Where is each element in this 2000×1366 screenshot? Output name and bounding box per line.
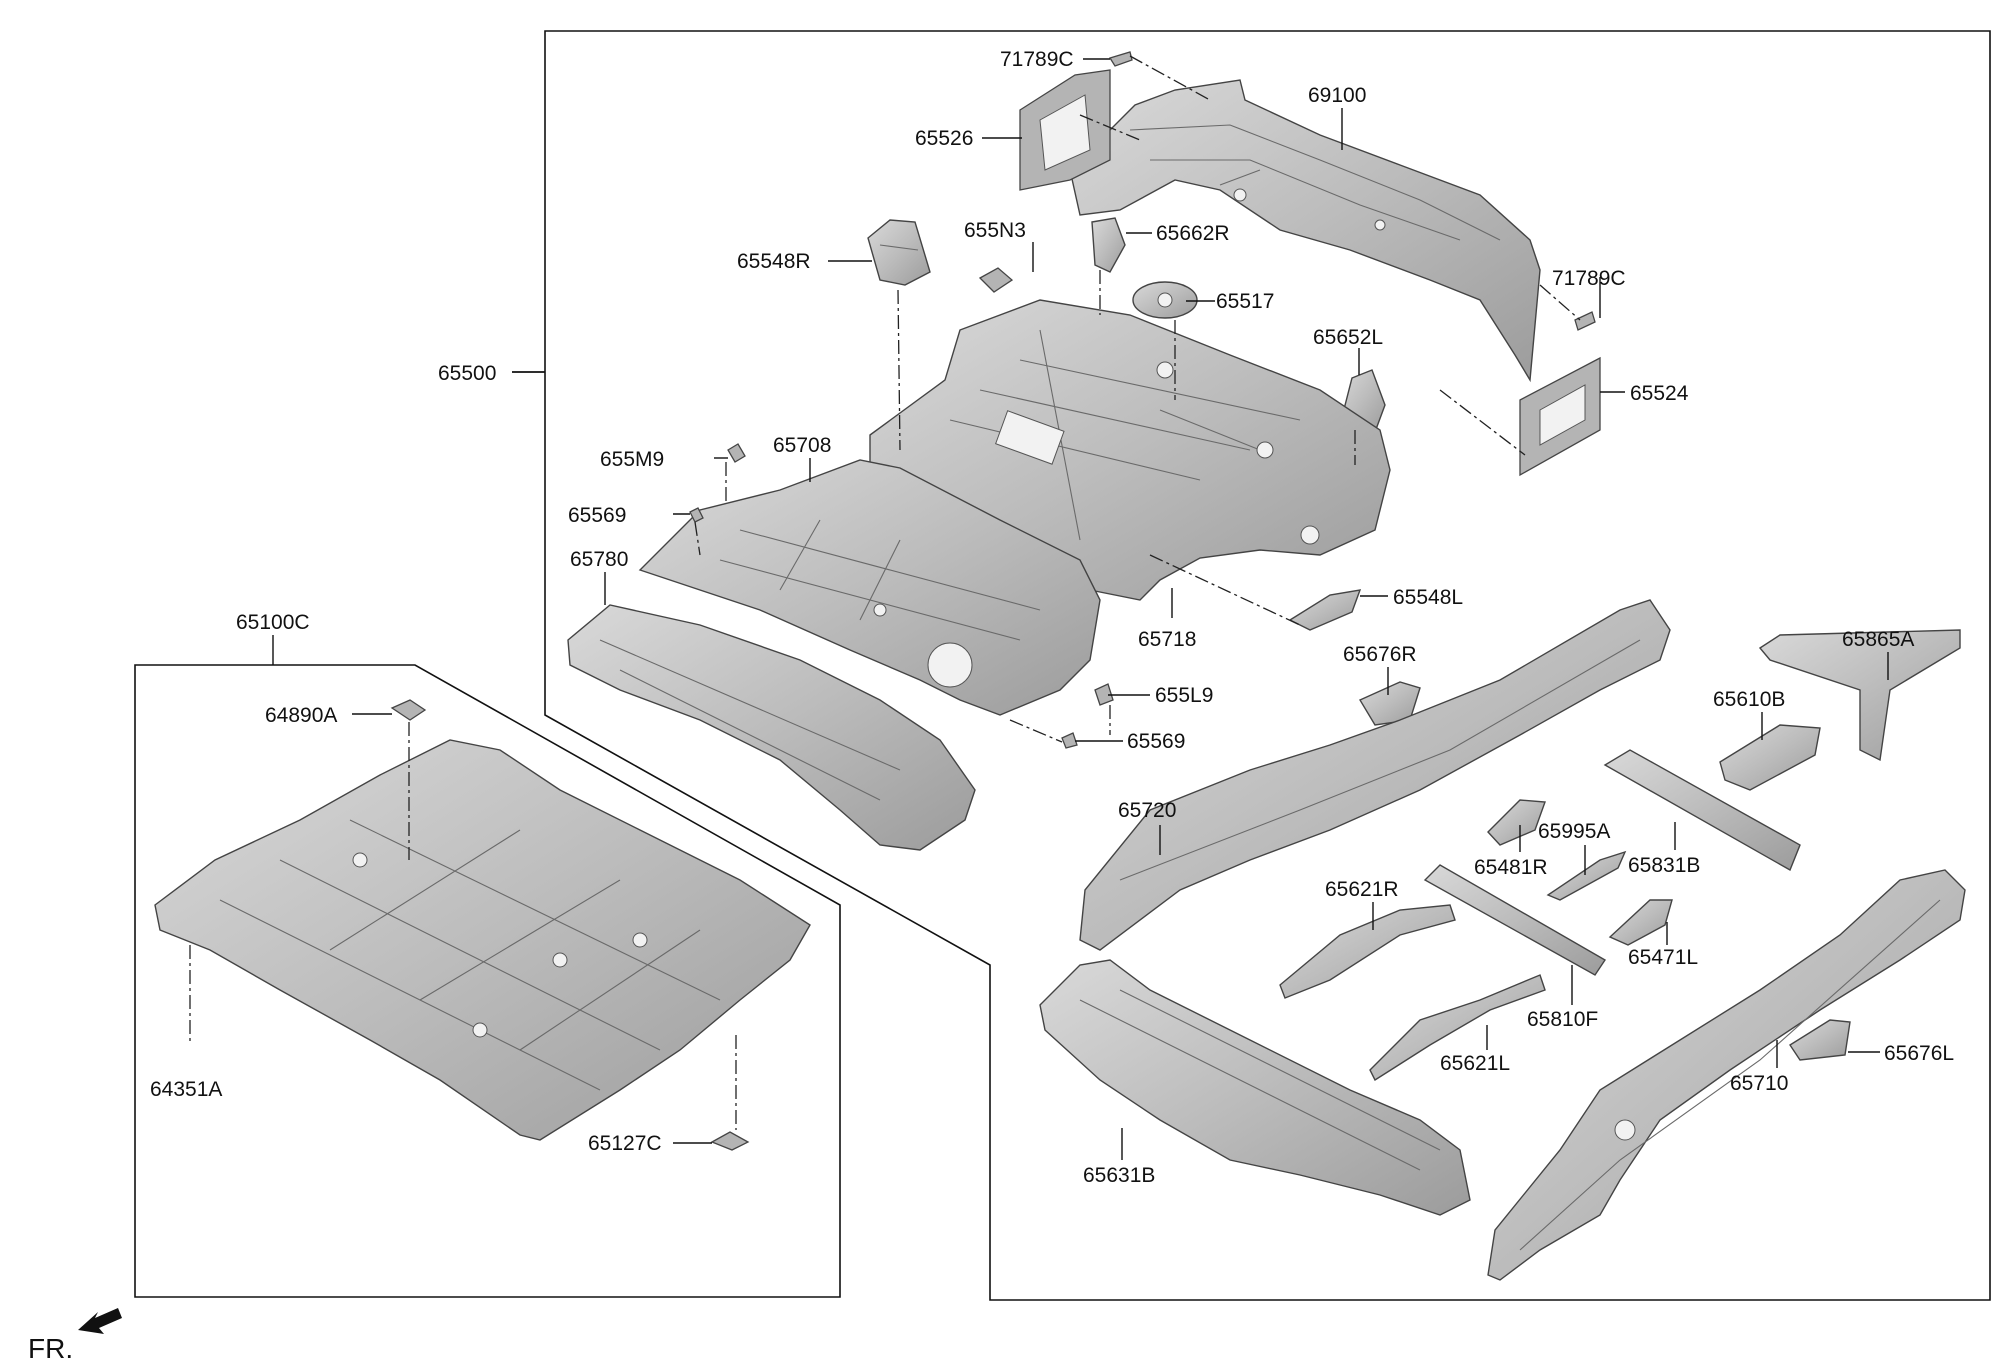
label-65621R: 65621R — [1325, 878, 1399, 901]
label-65652L: 65652L — [1313, 326, 1383, 349]
label-71789C-top: 71789C — [1000, 48, 1074, 71]
part-655L9[interactable] — [1094, 683, 1114, 706]
part-65662R[interactable] — [1091, 217, 1126, 273]
label-65676L: 65676L — [1884, 1042, 1954, 1065]
label-655L9: 655L9 — [1155, 684, 1213, 707]
label-65524: 65524 — [1630, 382, 1689, 405]
label-65569-top: 65569 — [568, 504, 626, 527]
label-65995A: 65995A — [1538, 820, 1610, 843]
label-65481R: 65481R — [1474, 856, 1548, 879]
label-65676R: 65676R — [1343, 643, 1417, 666]
label-65517: 65517 — [1216, 290, 1274, 313]
label-69100: 69100 — [1308, 84, 1366, 107]
label-65720: 65720 — [1118, 799, 1176, 822]
assembly-lines — [189, 55, 1581, 1130]
label-65471L: 65471L — [1628, 946, 1698, 969]
group-box-65500 — [544, 30, 1991, 1301]
part-655M9[interactable] — [727, 443, 746, 463]
part-65517[interactable] — [1132, 281, 1198, 319]
label-65780: 65780 — [570, 548, 628, 571]
callout-labels: 71789C 69100 65526 655N3 65662R 65548R 6… — [150, 48, 1954, 1187]
label-65526: 65526 — [915, 127, 973, 150]
part-65810F[interactable] — [1423, 864, 1606, 976]
front-arrow-icon — [78, 1308, 122, 1334]
label-65631B: 65631B — [1083, 1164, 1155, 1187]
label-65100C: 65100C — [236, 611, 310, 634]
leader-lines — [272, 58, 1889, 1160]
part-65127C[interactable] — [710, 1131, 750, 1151]
part-71789C-right[interactable] — [1574, 311, 1596, 331]
part-69100[interactable] — [1069, 79, 1541, 383]
part-65865A[interactable] — [1758, 629, 1961, 762]
label-65718: 65718 — [1138, 628, 1196, 651]
part-65676L[interactable] — [1789, 1019, 1851, 1061]
part-65780[interactable] — [567, 604, 976, 851]
part-65831B[interactable] — [1603, 749, 1801, 872]
part-65610B[interactable] — [1719, 724, 1821, 791]
label-65548L: 65548L — [1393, 586, 1463, 609]
part-64890A[interactable] — [390, 699, 427, 721]
part-65710[interactable] — [1487, 869, 1966, 1281]
part-65471L[interactable] — [1608, 899, 1673, 946]
part-655N3[interactable] — [978, 267, 1014, 293]
label-64890A: 64890A — [265, 704, 337, 727]
label-65621L: 65621L — [1440, 1052, 1510, 1075]
label-65548R: 65548R — [737, 250, 811, 273]
part-65720[interactable] — [1079, 599, 1671, 951]
label-64351A: 64351A — [150, 1078, 222, 1101]
part-65548R[interactable] — [867, 219, 931, 286]
label-65569-mid: 65569 — [1127, 730, 1185, 753]
part-65621R[interactable] — [1279, 904, 1456, 999]
front-label: FR. — [28, 1333, 73, 1364]
part-65100C[interactable] — [154, 739, 811, 1141]
label-65708: 65708 — [773, 434, 831, 457]
group-box-65100C — [134, 664, 841, 1298]
label-65810F: 65810F — [1527, 1008, 1598, 1031]
label-65831B: 65831B — [1628, 854, 1700, 877]
part-71789C-top[interactable] — [1108, 51, 1133, 67]
label-65610B: 65610B — [1713, 688, 1785, 711]
front-direction-indicator: FR. — [28, 1308, 122, 1364]
part-65569-top[interactable] — [689, 507, 704, 523]
part-65995A[interactable] — [1546, 850, 1627, 901]
part-65481R[interactable] — [1487, 799, 1546, 846]
label-65710: 65710 — [1730, 1072, 1788, 1095]
part-65676R[interactable] — [1358, 681, 1421, 726]
part-65569-mid[interactable] — [1061, 732, 1078, 749]
label-655N3: 655N3 — [964, 219, 1026, 242]
part-65526[interactable] — [1019, 69, 1111, 191]
part-65621L[interactable] — [1369, 974, 1546, 1082]
label-65865A: 65865A — [1842, 628, 1914, 651]
part-65631B[interactable] — [1039, 959, 1471, 1216]
part-65708[interactable] — [638, 459, 1101, 716]
part-65548L[interactable] — [1288, 589, 1362, 631]
label-71789C-right: 71789C — [1552, 267, 1626, 290]
label-65127C: 65127C — [588, 1132, 662, 1155]
label-65662R: 65662R — [1156, 222, 1230, 245]
part-65524[interactable] — [1519, 356, 1601, 477]
label-655M9: 655M9 — [600, 448, 664, 471]
label-65500: 65500 — [438, 362, 496, 385]
